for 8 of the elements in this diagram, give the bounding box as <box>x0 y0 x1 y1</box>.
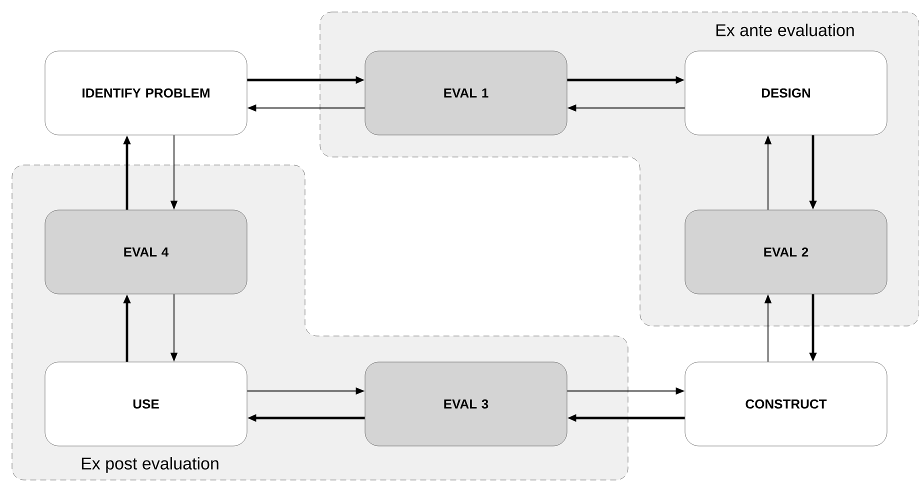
process-box: USE <box>44 362 248 446</box>
evaluation-box: EVAL 1 <box>364 50 568 136</box>
process-box: DESIGN <box>684 50 888 136</box>
process-box: CONSTRUCT <box>684 362 888 446</box>
evaluation-box: EVAL 2 <box>684 210 888 294</box>
process-box: IDENTIFY PROBLEM <box>44 50 248 136</box>
evaluation-box: EVAL 3 <box>364 362 568 446</box>
evaluation-box: EVAL 4 <box>44 210 248 294</box>
